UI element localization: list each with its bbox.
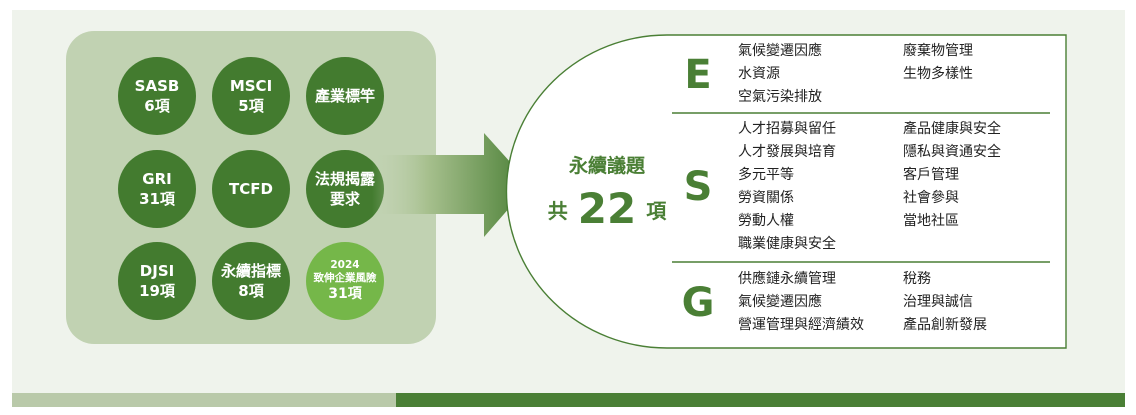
list-item: 空氣污染排放 — [738, 89, 822, 105]
letter-g: G — [681, 280, 715, 326]
circle-djsi-name: DJSI — [139, 262, 175, 280]
circle-msci: MSCI 5項 — [212, 57, 290, 135]
circle-industry: 產業標竿 — [306, 57, 384, 135]
circle-tcfd: TCFD — [212, 150, 290, 228]
total-prefix: 共 — [547, 198, 568, 223]
circle-regulation-line1: 法規揭露 — [314, 170, 375, 188]
letter-s: S — [683, 164, 713, 210]
list-item: 人才發展與培育 — [738, 144, 836, 160]
g-left-list: 供應鏈永續管理 氣候變遷因應 營運管理與經濟績效 — [738, 268, 864, 337]
circle-djsi: DJSI 19項 — [118, 242, 196, 320]
list-item: 勞動人權 — [738, 213, 794, 229]
circle-indicator-name: 永續指標 — [220, 262, 281, 280]
circle-risk-count: 31項 — [328, 286, 362, 302]
list-item: 產品創新發展 — [903, 317, 987, 333]
circle-sasb: SASB 6項 — [118, 57, 196, 135]
g-right-list: 稅務 治理與誠信 產品創新發展 — [903, 268, 987, 337]
s-left-list: 人才招募與留任 人才發展與培育 多元平等 勞資關係 勞動人權 職業健康與安全 — [738, 118, 836, 256]
s-right-list: 產品健康與安全 隱私與資通安全 客戶管理 社會參與 當地社區 — [903, 118, 1001, 233]
list-item: 生物多樣性 — [903, 66, 973, 82]
list-item: 當地社區 — [903, 213, 959, 229]
list-item: 社會參與 — [903, 190, 959, 206]
list-item: 多元平等 — [738, 167, 794, 183]
total-suffix: 項 — [646, 198, 667, 223]
e-left-list: 氣候變遷因應 水資源 空氣污染排放 — [738, 40, 822, 109]
circle-regulation: 法規揭露 要求 — [306, 150, 384, 228]
circle-gri: GRI 31項 — [118, 150, 196, 228]
bottom-bar-dark — [396, 393, 1125, 407]
list-item: 營運管理與經濟績效 — [738, 317, 864, 333]
circle-msci-name: MSCI — [229, 77, 273, 95]
letter-e: E — [684, 52, 712, 98]
list-item: 氣候變遷因應 — [738, 43, 822, 59]
center-total: 共 22 項 — [537, 186, 677, 232]
bottom-bar-light — [12, 393, 396, 407]
list-item: 客戶管理 — [903, 167, 959, 183]
circle-djsi-count: 19項 — [139, 282, 175, 300]
list-item: 勞資關係 — [738, 190, 794, 206]
circle-msci-count: 5項 — [238, 97, 264, 115]
circle-industry-name: 產業標竿 — [314, 87, 375, 105]
circle-sasb-name: SASB — [134, 77, 180, 95]
e-right-list: 廢棄物管理 生物多樣性 — [903, 40, 973, 86]
circle-gri-name: GRI — [142, 170, 172, 188]
circle-indicator-count: 8項 — [238, 282, 264, 300]
circle-tcfd-name: TCFD — [229, 180, 273, 198]
circle-sasb-count: 6項 — [144, 97, 170, 115]
circle-regulation-line2: 要求 — [329, 190, 360, 208]
circle-risk: 2024 致伸企業風險 31項 — [306, 242, 384, 320]
list-item: 職業健康與安全 — [738, 236, 836, 252]
list-item: 氣候變遷因應 — [738, 294, 822, 310]
list-item: 水資源 — [738, 66, 780, 82]
center-title: 永續議題 — [568, 155, 645, 177]
list-item: 產品健康與安全 — [903, 121, 1001, 137]
list-item: 治理與誠信 — [903, 294, 973, 310]
list-item: 稅務 — [903, 271, 931, 287]
circle-indicator: 永續指標 8項 — [212, 242, 290, 320]
circle-risk-name: 致伸企業風險 — [313, 272, 377, 284]
list-item: 廢棄物管理 — [903, 43, 973, 59]
total-count: 22 — [577, 184, 637, 233]
list-item: 隱私與資通安全 — [903, 144, 1001, 160]
list-item: 供應鏈永續管理 — [738, 271, 836, 287]
circle-risk-year: 2024 — [330, 259, 360, 271]
list-item: 人才招募與留任 — [738, 121, 836, 137]
circle-gri-count: 31項 — [139, 190, 175, 208]
